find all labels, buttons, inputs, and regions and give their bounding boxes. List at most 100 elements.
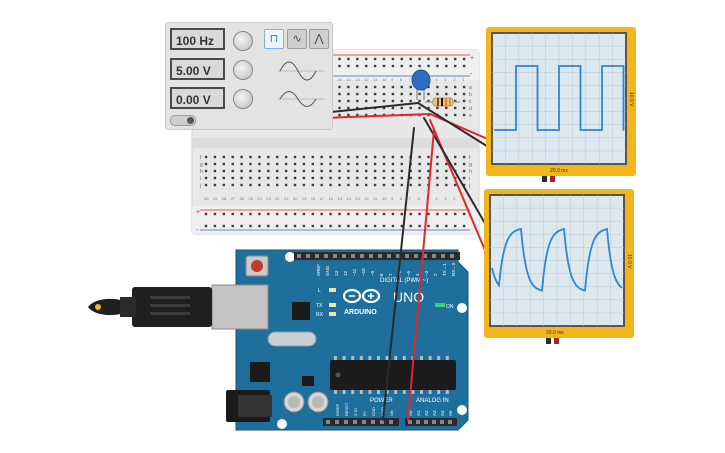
breadboard-hole[interactable] (311, 155, 314, 159)
breadboard-hole[interactable] (347, 183, 350, 187)
breadboard-hole[interactable] (356, 183, 359, 187)
breadboard-hole[interactable] (382, 176, 386, 180)
scope-probe-black[interactable] (542, 176, 547, 182)
breadboard-hole[interactable] (338, 162, 341, 166)
breadboard-hole[interactable] (365, 57, 368, 61)
breadboard-hole[interactable] (240, 183, 243, 187)
breadboard-hole[interactable] (373, 176, 377, 180)
breadboard-hole[interactable] (382, 224, 386, 228)
breadboard-hole[interactable] (267, 212, 270, 216)
breadboard-hole[interactable] (373, 64, 377, 68)
power-toggle[interactable] (170, 115, 196, 126)
header-pins[interactable] (297, 254, 454, 424)
breadboard-hole[interactable] (409, 64, 412, 68)
breadboard-hole[interactable] (347, 99, 350, 103)
breadboard-hole[interactable] (445, 106, 448, 110)
triangle-wave-button[interactable]: ⋀ (309, 29, 329, 49)
breadboard-hole[interactable] (462, 169, 466, 173)
breadboard-hole[interactable] (311, 169, 314, 173)
header-pin[interactable] (353, 420, 357, 424)
breadboard-hole[interactable] (258, 169, 261, 173)
breadboard-hole[interactable] (267, 176, 270, 180)
breadboard-hole[interactable] (409, 224, 412, 228)
breadboard-hole[interactable] (427, 176, 430, 180)
amplitude-display[interactable]: 5.00 V (170, 58, 225, 80)
breadboard-hole[interactable] (409, 212, 412, 216)
digital-header[interactable] (294, 252, 460, 260)
breadboard-hole[interactable] (356, 162, 359, 166)
breadboard-hole[interactable] (391, 224, 395, 228)
header-pin[interactable] (432, 420, 436, 424)
breadboard-hole[interactable] (249, 183, 252, 187)
breadboard-hole[interactable] (258, 224, 261, 228)
breadboard-hole[interactable] (418, 212, 421, 216)
header-pin[interactable] (333, 254, 337, 258)
breadboard-hole[interactable] (400, 162, 403, 166)
breadboard-hole[interactable] (329, 183, 332, 187)
header-pin[interactable] (424, 420, 428, 424)
breadboard-hole[interactable] (365, 99, 368, 103)
breadboard-hole[interactable] (213, 212, 217, 216)
breadboard-hole[interactable] (400, 169, 403, 173)
breadboard-hole[interactable] (231, 212, 234, 216)
header-pin[interactable] (335, 420, 339, 424)
breadboard-hole[interactable] (400, 57, 403, 61)
function-generator[interactable]: 100 Hz 5.00 V 0.00 V ⊓ ∿ ⋀ (165, 22, 333, 130)
breadboard-hole[interactable] (382, 162, 386, 166)
wire-scope2-ground[interactable] (423, 117, 491, 233)
breadboard-hole[interactable] (391, 169, 395, 173)
header-pin[interactable] (432, 254, 436, 258)
breadboard-hole[interactable] (382, 212, 386, 216)
breadboard-hole[interactable] (231, 176, 234, 180)
breadboard-hole[interactable] (311, 212, 314, 216)
frequency-display[interactable]: 100 Hz (170, 28, 225, 50)
usb-cable[interactable] (88, 287, 212, 327)
breadboard-hole[interactable] (293, 162, 297, 166)
breadboard-hole[interactable] (391, 183, 395, 187)
breadboard-hole[interactable] (267, 162, 270, 166)
breadboard-hole[interactable] (462, 99, 466, 103)
square-wave-button[interactable]: ⊓ (264, 29, 284, 49)
breadboard-hole[interactable] (373, 162, 377, 166)
breadboard-hole[interactable] (213, 224, 217, 228)
breadboard-hole[interactable] (365, 176, 368, 180)
breadboard-hole[interactable] (436, 212, 439, 216)
breadboard-hole[interactable] (320, 176, 323, 180)
breadboard-hole[interactable] (382, 155, 386, 159)
capacitor-ceramic[interactable] (411, 69, 431, 100)
breadboard-hole[interactable] (320, 162, 323, 166)
breadboard-hole[interactable] (418, 162, 421, 166)
breadboard-hole[interactable] (320, 169, 323, 173)
breadboard-hole[interactable] (222, 169, 225, 173)
breadboard-hole[interactable] (382, 106, 386, 110)
breadboard-hole[interactable] (391, 85, 395, 89)
breadboard-hole[interactable] (240, 162, 243, 166)
breadboard-hole[interactable] (329, 176, 332, 180)
breadboard-hole[interactable] (338, 106, 341, 110)
header-pin[interactable] (448, 420, 452, 424)
breadboard-hole[interactable] (347, 85, 350, 89)
breadboard-hole[interactable] (356, 106, 359, 110)
breadboard-hole[interactable] (222, 176, 225, 180)
breadboard-hole[interactable] (373, 85, 377, 89)
header-pin[interactable] (371, 420, 375, 424)
breadboard-hole[interactable] (338, 176, 341, 180)
breadboard-hole[interactable] (382, 169, 386, 173)
breadboard-hole[interactable] (454, 64, 457, 68)
breadboard-hole[interactable] (302, 224, 306, 228)
breadboard-hole[interactable] (347, 106, 350, 110)
breadboard-hole[interactable] (445, 212, 448, 216)
breadboard-hole[interactable] (293, 224, 297, 228)
breadboard-hole[interactable] (462, 183, 466, 187)
breadboard-hole[interactable] (365, 92, 368, 96)
breadboard-hole[interactable] (462, 57, 466, 61)
breadboard-hole[interactable] (418, 183, 421, 187)
breadboard-hole[interactable] (311, 183, 314, 187)
breadboard-hole[interactable] (267, 224, 270, 228)
breadboard-hole[interactable] (400, 99, 403, 103)
breadboard-hole[interactable] (373, 92, 377, 96)
oscilloscope-top[interactable]: 20.0 ms 10.0 V (486, 27, 636, 182)
breadboard-hole[interactable] (409, 106, 412, 110)
breadboard-hole[interactable] (418, 64, 421, 68)
breadboard-hole[interactable] (231, 183, 234, 187)
